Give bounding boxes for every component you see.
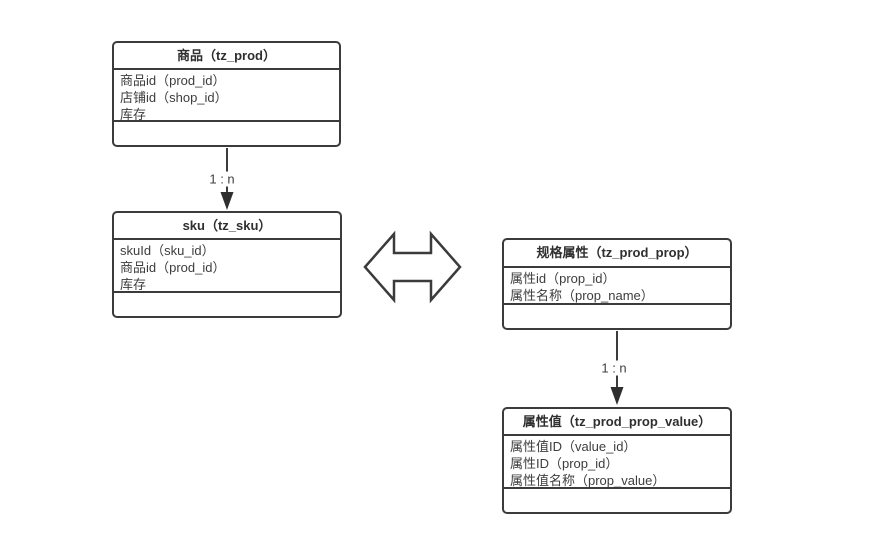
field-row: 库存 — [120, 276, 147, 292]
edge-label-prop-value[interactable]: 1 : n — [598, 360, 630, 376]
entity-prop-value-fields: 属性值ID（value_id） 属性ID（prop_id） 属性值名称（prop… — [504, 436, 730, 489]
entity-prod-prop-title: 规格属性（tz_prod_prop） — [504, 240, 730, 268]
field-row: 属性ID（prop_id） — [510, 455, 619, 471]
entity-prod-empty-row — [114, 122, 339, 145]
field-row: skuId（sku_id） — [120, 242, 215, 258]
field-row: 商品id（prod_id） — [120, 259, 226, 275]
entity-prop-value-empty-row — [504, 489, 730, 512]
field-row: 属性值ID（value_id） — [510, 438, 637, 454]
entity-sku-empty-row — [114, 293, 340, 316]
field-row: 属性id（prop_id） — [510, 270, 616, 286]
entity-prod-prop-empty-row — [504, 305, 730, 328]
field-row: 库存 — [120, 106, 147, 122]
entity-prod-prop-fields: 属性id（prop_id） 属性名称（prop_name） — [504, 268, 730, 305]
entity-prop-value[interactable]: 属性值（tz_prod_prop_value） 属性值ID（value_id） … — [502, 407, 732, 514]
double-arrow-shape[interactable] — [363, 230, 462, 304]
entity-prop-value-title: 属性值（tz_prod_prop_value） — [504, 409, 730, 436]
field-row: 店铺id（shop_id） — [120, 89, 228, 105]
field-row: 属性值名称（prop_value） — [510, 472, 666, 488]
entity-prod-title: 商品（tz_prod） — [114, 43, 339, 70]
entity-sku[interactable]: sku（tz_sku） skuId（sku_id） 商品id（prod_id） … — [112, 211, 342, 318]
edge-label-prod-sku[interactable]: 1 : n — [206, 171, 238, 187]
entity-prod-prop[interactable]: 规格属性（tz_prod_prop） 属性id（prop_id） 属性名称（pr… — [502, 238, 732, 330]
entity-prod[interactable]: 商品（tz_prod） 商品id（prod_id） 店铺id（shop_id） … — [112, 41, 341, 147]
field-row: 商品id（prod_id） — [120, 72, 226, 88]
entity-sku-title: sku（tz_sku） — [114, 213, 340, 240]
entity-sku-fields: skuId（sku_id） 商品id（prod_id） 库存 — [114, 240, 340, 293]
field-row: 属性名称（prop_name） — [510, 287, 654, 303]
entity-prod-fields: 商品id（prod_id） 店铺id（shop_id） 库存 — [114, 70, 339, 122]
